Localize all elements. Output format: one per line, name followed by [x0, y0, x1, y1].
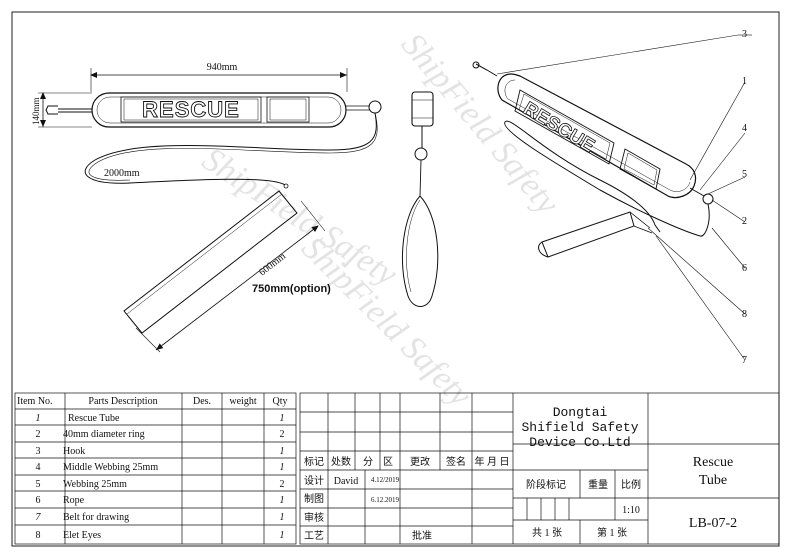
- header-qty: Qty: [273, 396, 288, 407]
- process-label: 工艺: [304, 530, 324, 542]
- drawing-frame: [11, 11, 780, 547]
- row-3-desc: Hook: [63, 446, 85, 457]
- company-line-2: Shifield Safety: [521, 420, 638, 435]
- company-line-3: Device Co.Ltd: [529, 435, 630, 450]
- weight-label: 重量: [588, 478, 608, 491]
- parts-table: [14, 392, 297, 545]
- callout-7: 7: [742, 355, 747, 366]
- product-name-line-2: Tube: [699, 473, 727, 488]
- rev-header-count: 处数: [331, 455, 351, 468]
- callout-4: 4: [742, 123, 747, 134]
- scale-label: 比例: [621, 478, 641, 491]
- callout-6: 6: [742, 263, 747, 274]
- row-7-no: 7: [36, 512, 42, 523]
- row-8-qty: 1: [280, 530, 285, 541]
- dim-length-label: 940mm: [207, 62, 238, 73]
- company-line-1: Dongtai: [553, 405, 608, 420]
- dim-rope-label: 2000mm: [104, 168, 140, 179]
- side-view-body: [411, 91, 434, 127]
- header-des: Des.: [193, 396, 211, 407]
- row-6-desc: Rope: [63, 495, 85, 506]
- designer-name: David: [334, 476, 358, 487]
- row-2-desc: 40mm diameter ring: [63, 429, 145, 440]
- hook: [45, 105, 58, 115]
- row-2-no: 2: [36, 429, 41, 440]
- sheets-total: 共 1 张: [532, 527, 562, 539]
- row-8-no: 8: [36, 530, 41, 541]
- row-2-qty: 2: [280, 429, 285, 440]
- design-label: 设计: [304, 474, 324, 487]
- row-4-desc: Middle Webbing 25mm: [63, 462, 158, 473]
- row-7-qty: 1: [280, 512, 285, 523]
- dim-line-belt: [300, 200, 326, 232]
- drawing-date: 6.12.2019: [371, 496, 400, 504]
- callout-8: 8: [742, 309, 747, 320]
- row-7-desc: Belt for drawing: [63, 512, 129, 523]
- header-item-no: Item No.: [17, 396, 53, 407]
- side-view-belt-loop: [401, 195, 439, 307]
- row-4-qty: 1: [280, 462, 285, 473]
- callout-5: 5: [742, 169, 747, 180]
- row-4-no: 4: [36, 462, 41, 473]
- row-1-qty: 1: [280, 413, 285, 424]
- callout-1: 1: [742, 76, 747, 87]
- reflective-panel: [266, 96, 310, 123]
- design-date: 4.12/2019: [371, 476, 400, 484]
- row-5-no: 5: [36, 479, 41, 490]
- row-6-no: 6: [36, 495, 41, 506]
- approve-label: 批准: [412, 529, 432, 542]
- row-8-desc: Elet Eyes: [63, 530, 101, 541]
- callout-3: 3: [742, 29, 747, 40]
- iso-hook: [475, 63, 498, 77]
- watermark: ShipField Safety ShipField Safety ShipFi…: [196, 26, 567, 414]
- rev-header-date: 年 月 日: [475, 455, 510, 468]
- product-name-line-1: Rescue: [693, 455, 733, 470]
- row-1-desc: Rescue Tube: [68, 413, 120, 424]
- side-view-ring: [414, 147, 428, 161]
- drawing-number: LB-07-2: [689, 516, 737, 531]
- rev-header-sign: 签名: [446, 455, 466, 468]
- drawing-label: 制图: [304, 492, 324, 505]
- row-5-desc: Webbing 25mm: [63, 479, 127, 490]
- row-3-no: 3: [36, 446, 41, 457]
- side-view: [401, 91, 439, 307]
- header-weight: weight: [229, 396, 256, 407]
- dim-belt-label: 600mm: [257, 251, 288, 279]
- scale-value: 1:10: [622, 505, 640, 516]
- belt-option-label: 750mm(option): [252, 283, 331, 295]
- iso-tube-body: [497, 73, 697, 199]
- rev-header-zone: 分 区: [363, 456, 393, 468]
- row-3-qty: 1: [280, 446, 285, 457]
- iso-rescue-panel: [514, 89, 615, 165]
- row-5-qty: 2: [280, 479, 285, 490]
- callouts: [496, 34, 752, 361]
- callout-2: 2: [742, 216, 747, 227]
- title-block-text: Dongtai Shifield Safety Device Co.Ltd 标记…: [304, 405, 737, 542]
- rescue-label-panel: [120, 96, 262, 123]
- check-label: 审核: [304, 511, 324, 524]
- stage-label: 阶段标记: [526, 478, 566, 491]
- front-view: 940mm 140mm RESCUE 2000mm: [31, 62, 382, 353]
- header-description: Parts Description: [88, 396, 157, 407]
- row-6-qty: 1: [280, 495, 285, 506]
- ring: [368, 100, 382, 114]
- iso-rope: [504, 120, 710, 237]
- rev-header-mark: 标记: [304, 456, 324, 468]
- rescue-label-text: RESCUE: [142, 97, 240, 122]
- title-block-grid: [299, 392, 780, 545]
- parts-table-rows: 1 Rescue Tube 1 2 40mm diameter ring 2 3…: [36, 413, 285, 541]
- row-1-no: 1: [36, 413, 41, 424]
- rev-header-change: 更改: [410, 455, 430, 468]
- iso-reflective-panel: [619, 148, 661, 190]
- dim-height-label: 140mm: [31, 97, 41, 125]
- iso-belt: [541, 211, 635, 258]
- watermark-text-1: ShipField Safety: [196, 141, 405, 294]
- rope: [84, 112, 377, 186]
- parts-table-header: Item No. Parts Description Des. weight Q…: [17, 396, 288, 407]
- sheet-number: 第 1 张: [597, 526, 627, 539]
- callout-numbers: 3 1 4 5 2 6 8 7: [742, 29, 747, 366]
